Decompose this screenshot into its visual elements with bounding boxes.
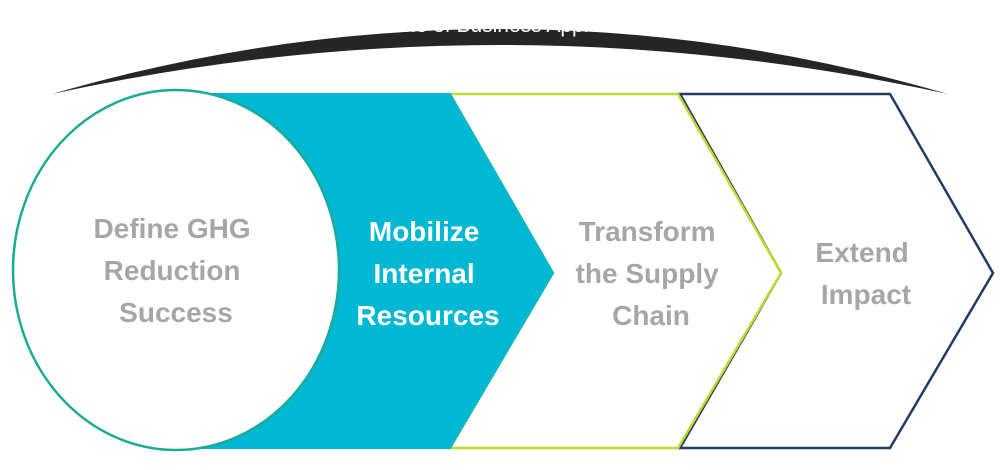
define-ghg-reduction-success-circle [11, 88, 341, 452]
mobilize-internal-resources-label: Mobilize Internal Resources [356, 216, 499, 331]
stage-define-ghg-reduction-success: Define GHG Reduction Success [11, 88, 341, 452]
define-line-2: Reduction [104, 255, 241, 286]
whole-of-business-arc [52, 29, 948, 94]
mobilize-line-1: Mobilize [369, 216, 479, 247]
define-line-1: Define GHG [94, 213, 251, 244]
mobilize-line-2: Internal [374, 258, 475, 289]
extend-impact-line-2: Impact [821, 279, 911, 310]
define-ghg-reduction-success-label: Define GHG Reduction Success [94, 213, 259, 328]
define-line-3: Success [119, 297, 233, 328]
stage-extend-impact: Extend Impact [677, 92, 995, 450]
mobilize-line-3: Resources [356, 300, 499, 331]
transform-line-2: the Supply [576, 258, 720, 289]
extend-impact-line-1: Extend [815, 237, 908, 268]
transform-supply-chain-label: Transform the Supply Chain [576, 216, 727, 331]
transform-line-1: Transform [579, 216, 716, 247]
transform-line-3: Chain [612, 300, 690, 331]
arc-label: Whole of Business Approach [368, 14, 637, 37]
extend-impact-label: Extend Impact [815, 237, 916, 310]
